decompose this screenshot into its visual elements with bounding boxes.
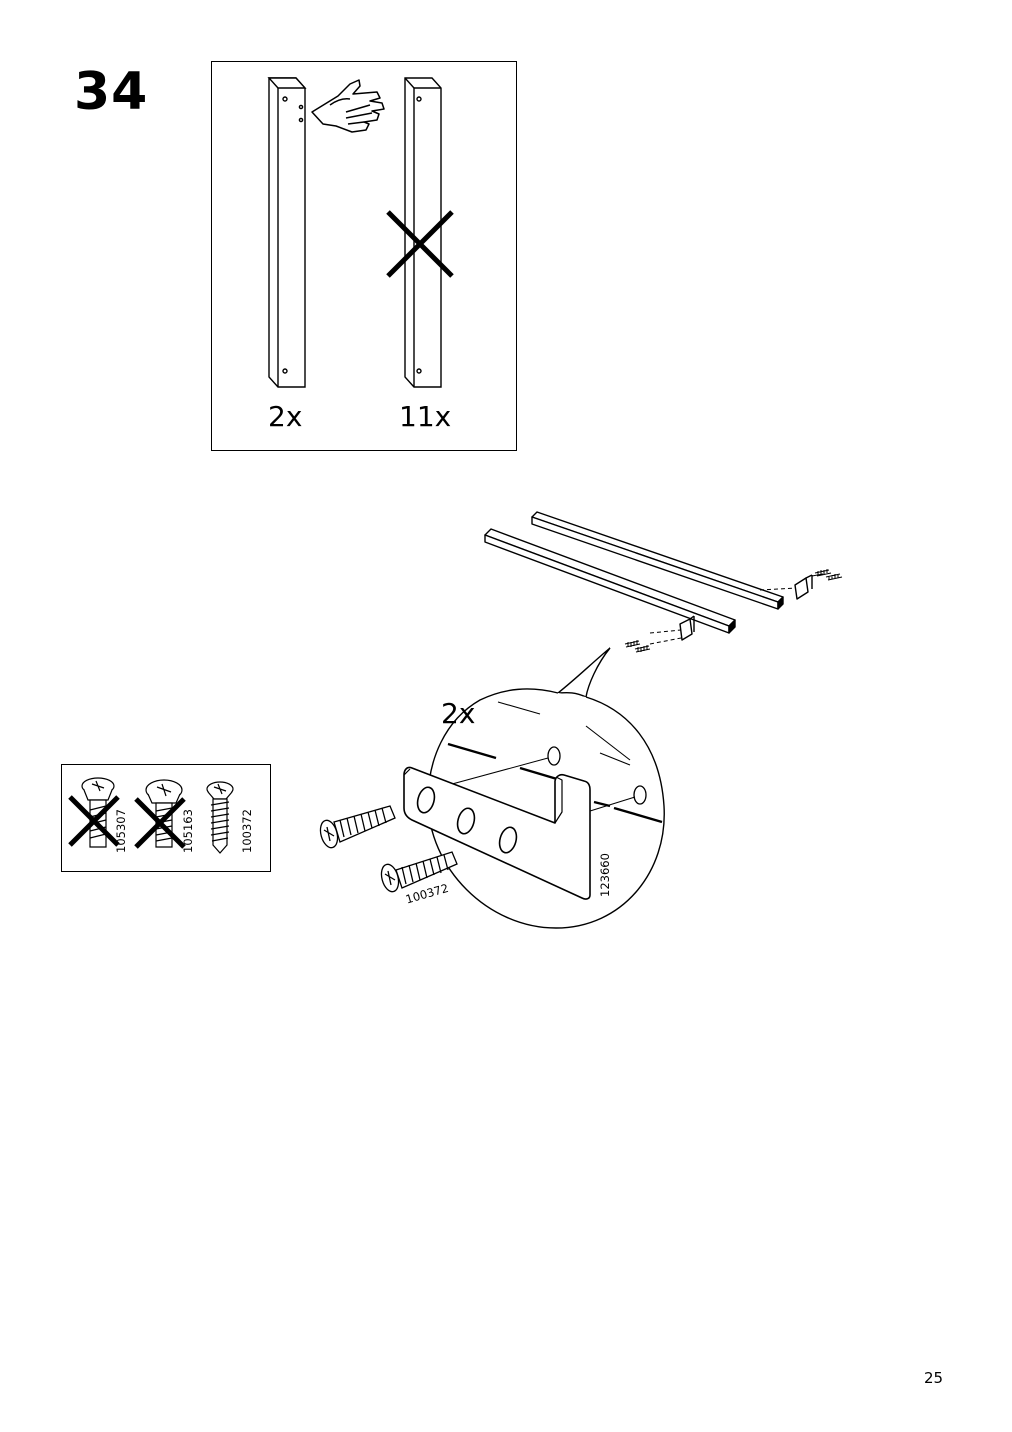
rails-illustration: [267, 77, 454, 388]
rail-plain: [404, 77, 442, 388]
rail-with-holes: [267, 77, 307, 388]
cross-icon: [386, 210, 454, 278]
tiny-screws: [624, 569, 843, 653]
bracket-detail: [403, 766, 591, 900]
parts-legend: 105307 105163 100372: [61, 764, 271, 872]
detail-quantity: 2x: [441, 697, 476, 730]
part-code-105307: 105307: [114, 809, 128, 853]
detail-bracket-code: 123660: [598, 853, 612, 897]
pointing-hand-icon: [311, 79, 385, 133]
page-number: 25: [924, 1369, 944, 1387]
step-number: 34: [74, 62, 149, 122]
screw-detail-1: [319, 805, 396, 849]
detail-callout: [319, 647, 665, 929]
part-code-100372: 100372: [240, 809, 254, 853]
rail-front: [484, 528, 736, 634]
part-code-105163: 105163: [181, 809, 195, 853]
screw-detail-2: [380, 851, 458, 893]
bracket-back: [794, 574, 813, 600]
quantity-left: 2x: [268, 400, 303, 433]
wood-screw-icon: [206, 781, 234, 854]
cross-icon: [68, 795, 120, 847]
quantity-right: 11x: [399, 400, 452, 433]
cross-icon: [134, 797, 186, 849]
selection-panel: 2x 11x: [211, 61, 517, 451]
rail-back: [531, 511, 784, 610]
bracket-front: [679, 615, 695, 641]
